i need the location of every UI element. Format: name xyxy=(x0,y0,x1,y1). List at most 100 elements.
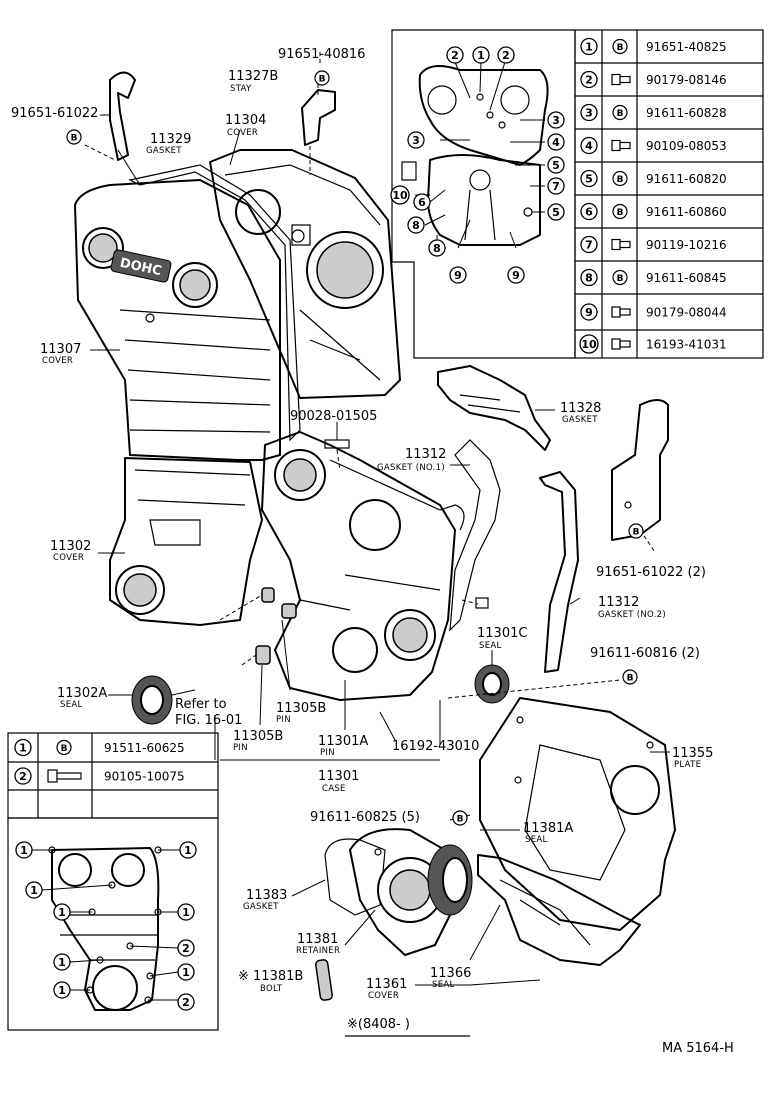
inset-bottom-callout-9: 1 xyxy=(53,981,71,999)
top-table-row-9-number: 9 xyxy=(580,303,598,321)
svg-text:B: B xyxy=(71,134,78,144)
top-table-row-3-part: 91611-60828 xyxy=(646,106,727,120)
inset-top-callout-15-label: 9 xyxy=(512,269,520,282)
callout-refer-line2: FIG. 16-01 xyxy=(175,713,242,728)
callout-11302: 11302 xyxy=(50,539,91,554)
callout-11355-sub: PLATE xyxy=(674,760,701,770)
inset-bottom-callout-5-label: 1 xyxy=(182,906,190,919)
top-table-row-3-number: 3 xyxy=(580,103,598,122)
top-table-row-1-number-label: 1 xyxy=(585,41,593,54)
gasket-11312-no2 xyxy=(539,471,579,673)
callout-11381b: ※ 11381B xyxy=(238,969,303,984)
bottom-table-row-2-number-label: 2 xyxy=(19,770,27,783)
inset-bottom-callout-7: 1 xyxy=(53,953,71,971)
callout-11301c: 11301C xyxy=(477,626,527,641)
callout-11361: 11361 xyxy=(366,977,407,992)
retainer-11381 xyxy=(349,828,456,956)
inset-top-callout-8-label: 10 xyxy=(392,189,408,202)
cover-11302 xyxy=(109,457,263,626)
inset-top-callout-9-label: 7 xyxy=(552,180,560,193)
callout-11355: 11355 xyxy=(672,746,713,761)
callout-11307: 11307 xyxy=(40,342,81,357)
seal-11381a xyxy=(427,844,473,916)
callout-11305b-upper: 11305B xyxy=(276,701,326,716)
callout-11328: 11328 xyxy=(560,401,601,416)
inset-bottom-callout-7-label: 1 xyxy=(58,956,66,969)
top-table-row-8-part: 91611-60845 xyxy=(646,271,727,285)
inset-top-callout-3: 2 xyxy=(497,46,515,64)
top-table-row-2-fastener-icon xyxy=(611,73,631,86)
top-table-row-6-part: 91611-60860 xyxy=(646,205,727,219)
top-table-row-6-b-icon: B xyxy=(612,203,628,220)
top-table-row-1-b-icon: B xyxy=(612,38,628,55)
b-marker-91611-60816: B xyxy=(622,669,638,685)
figure-code: MA 5164-H xyxy=(662,1041,734,1056)
bottom-table-row-2-bolt-icon xyxy=(47,769,82,783)
inset-top-callout-13: 8 xyxy=(428,239,446,257)
top-table-row-7-part: 90119-10216 xyxy=(646,238,727,252)
seal-11302a xyxy=(131,675,173,725)
callout-90028: 90028-01505 xyxy=(290,409,377,424)
callout-11302a: 11302A xyxy=(57,686,107,701)
svg-text:B: B xyxy=(617,175,624,185)
bracket-right xyxy=(611,399,669,541)
inset-top-callout-6: 4 xyxy=(547,133,565,151)
b-marker-91651-61022: B xyxy=(66,129,82,145)
inset-top-callout-14: 9 xyxy=(449,266,467,284)
inset-top-callout-15: 9 xyxy=(507,266,525,284)
b-marker-91651-40816: B xyxy=(314,70,330,86)
inset-top-callout-1: 2 xyxy=(446,46,464,64)
inset-bottom-callout-10-label: 2 xyxy=(182,996,190,1009)
top-table-row-4-fastener-icon xyxy=(611,139,631,152)
seal-11301c xyxy=(474,664,510,704)
svg-text:B: B xyxy=(633,528,640,538)
callout-11329: 11329 xyxy=(150,132,191,147)
top-table-row-5-b-icon: B xyxy=(612,170,628,187)
callout-11366-sub: SEAL xyxy=(432,980,455,990)
top-table-row-6-number-label: 6 xyxy=(585,206,593,219)
callout-11301a-sub: PIN xyxy=(320,748,335,758)
top-table-row-10-fastener-icon xyxy=(611,338,631,350)
inset-top-callout-12-label: 5 xyxy=(552,206,560,219)
inset-bottom-callout-1: 1 xyxy=(15,841,33,859)
inset-top-callout-4-label: 3 xyxy=(552,114,560,127)
top-table-row-1-number: 1 xyxy=(580,37,598,56)
top-table-row-2-part: 90179-08146 xyxy=(646,73,727,87)
case-11301 xyxy=(261,431,456,701)
inset-top-callout-6-label: 4 xyxy=(552,136,560,149)
top-table-row-6-number: 6 xyxy=(580,202,598,221)
cover-11304 xyxy=(209,149,401,399)
callout-11328-sub: GASKET xyxy=(562,415,598,425)
callout-91651-61022-2: 91651-61022 (2) xyxy=(596,565,706,580)
inset-top-callout-4: 3 xyxy=(547,111,565,129)
callout-11381a: 11381A xyxy=(523,821,573,836)
inset-bottom-callout-8: 1 xyxy=(177,963,195,981)
inset-top-callout-2: 1 xyxy=(472,46,490,64)
callout-11366: 11366 xyxy=(430,966,471,981)
bottom-table-row-2-number: 2 xyxy=(14,767,32,785)
svg-text:B: B xyxy=(319,75,326,85)
inset-top-callout-7: 5 xyxy=(547,156,565,174)
callout-11329-sub: GASKET xyxy=(146,146,182,156)
bolt-11381b xyxy=(315,959,333,1001)
bracket-hook-left xyxy=(109,71,136,161)
callout-11304: 11304 xyxy=(225,113,266,128)
callout-11301-sub: CASE xyxy=(322,784,346,794)
callout-11301a: 11301A xyxy=(318,734,368,749)
top-table-row-10-part: 16193-41031 xyxy=(646,338,727,352)
gasket-11329 xyxy=(128,164,301,442)
callout-11305b-lower: 11305B xyxy=(233,729,283,744)
date-note: ※(8408- ) xyxy=(347,1017,410,1032)
b-marker-91611-60825: B xyxy=(452,810,468,826)
top-table-row-10-number: 10 xyxy=(579,334,599,354)
svg-text:B: B xyxy=(617,109,624,119)
pin-11305b-upper xyxy=(281,603,297,619)
callout-11302-sub: COVER xyxy=(53,553,84,563)
callout-91651-40816: 91651-40816 xyxy=(278,47,365,62)
inset-top-callout-1-label: 2 xyxy=(451,49,459,62)
callout-11381a-sub: SEAL xyxy=(525,835,548,845)
inset-top-callout-12: 5 xyxy=(547,203,565,221)
callout-16192: 16192-43010 xyxy=(392,739,479,754)
